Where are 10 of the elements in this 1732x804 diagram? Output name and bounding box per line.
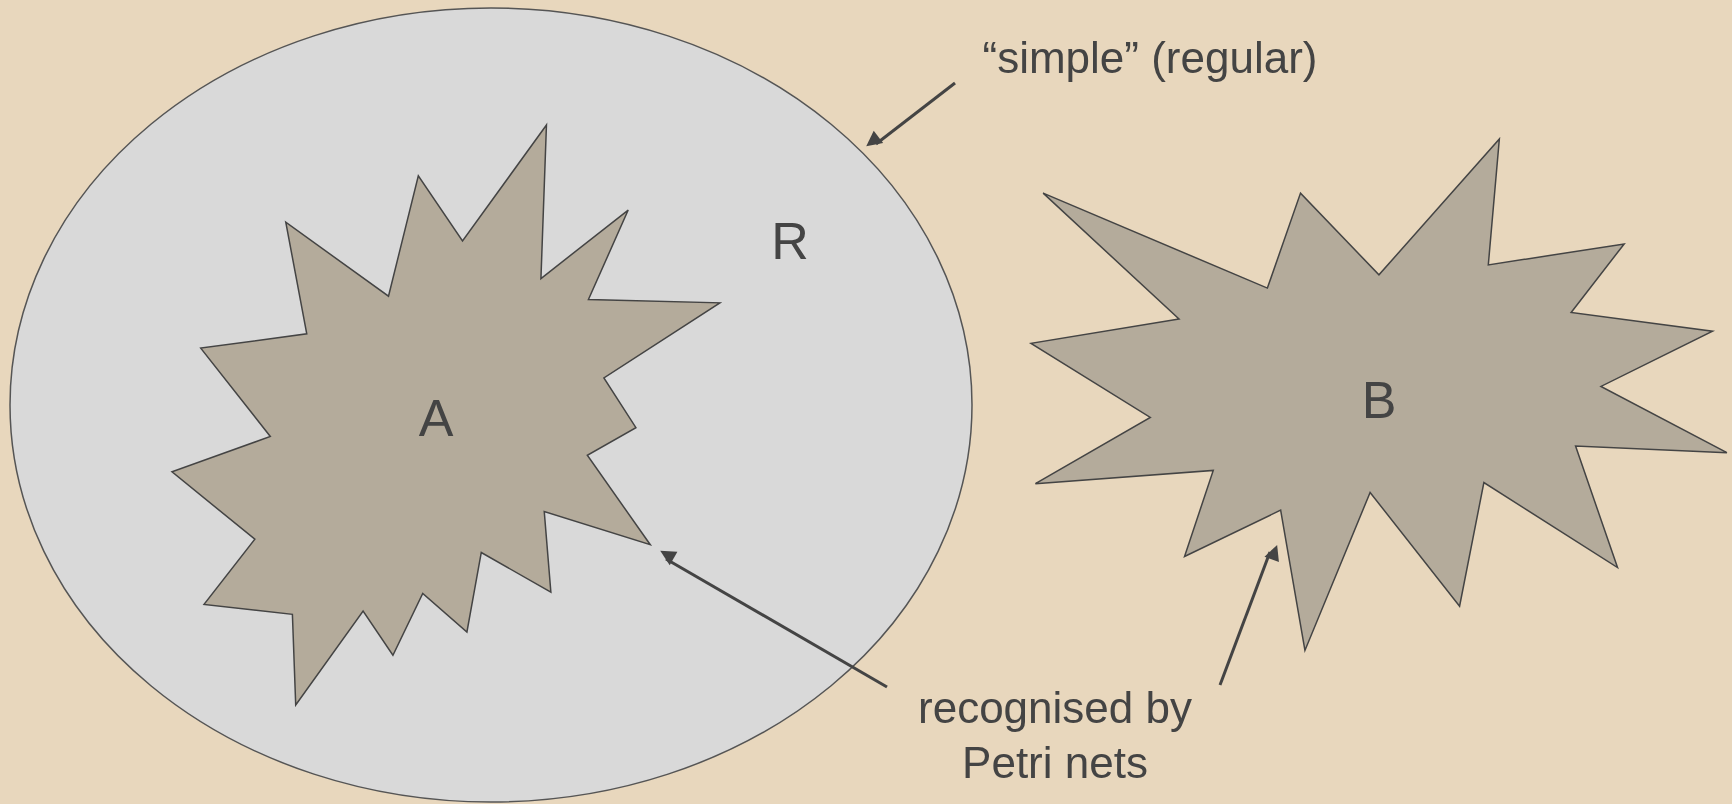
region-label: B: [1361, 374, 1397, 426]
text-label: “simple” (regular): [940, 30, 1360, 85]
arrow: [866, 81, 956, 147]
arrow: [1218, 544, 1279, 686]
region-label: R: [771, 215, 809, 267]
text-label: recognised by Petri nets: [880, 680, 1230, 795]
arrow: [660, 550, 888, 689]
star-shape: [1030, 139, 1727, 651]
region-label: A: [418, 392, 454, 444]
star-shape: [172, 124, 721, 705]
